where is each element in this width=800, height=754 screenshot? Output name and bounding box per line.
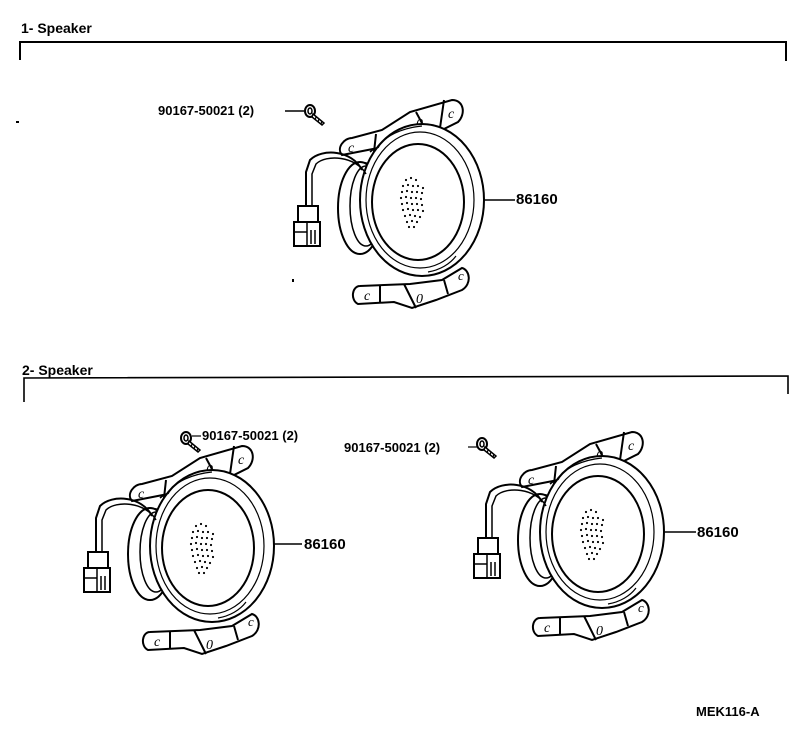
screw-label-2a: 90167-50021 (2): [202, 428, 299, 443]
diagram-code: MEK116-A: [696, 704, 760, 719]
screw-label-1: 90167-50021 (2): [158, 103, 255, 118]
screw-label-2b: 90167-50021 (2): [344, 440, 441, 455]
speaker-2a-drawing: [83, 431, 302, 655]
section-2-title: 2- Speaker: [22, 362, 93, 378]
speaker-part-number-2b: 86160: [697, 524, 739, 541]
section-2-bracket: [23, 375, 789, 402]
speaker-part-number-2a: 86160: [304, 536, 346, 553]
speaker-1-drawing: [285, 99, 515, 309]
section-1-title: 1- Speaker: [21, 20, 92, 36]
speaker-2b-drawing: [468, 431, 696, 641]
section-1-bracket: [19, 41, 787, 61]
speaker-part-number-1: 86160: [516, 191, 558, 208]
